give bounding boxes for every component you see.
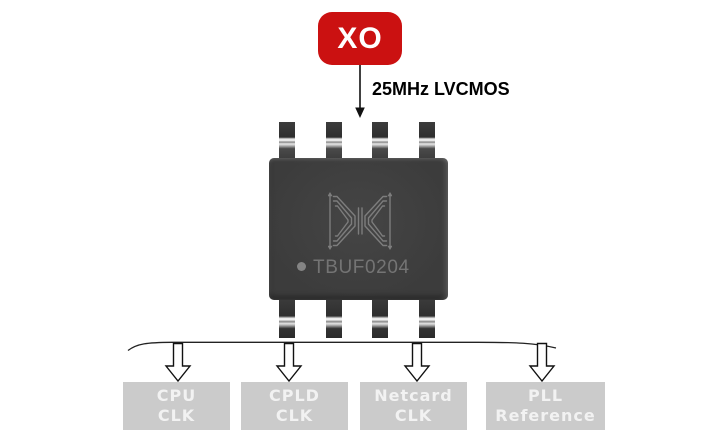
signal-label: 25MHz LVCMOS bbox=[372, 79, 510, 99]
fanout-brace bbox=[127, 341, 557, 352]
chip-pin bbox=[326, 122, 342, 158]
output-label-line: CPU bbox=[156, 386, 197, 405]
output-box-netcard-clk: Netcard CLK bbox=[360, 382, 467, 430]
chip-pin bbox=[419, 122, 435, 158]
output-label-line: Reference bbox=[495, 406, 596, 425]
chip-body: TBUF0204 bbox=[269, 158, 448, 300]
output-label-line: PLL bbox=[527, 386, 564, 405]
pin1-dot bbox=[297, 262, 306, 271]
part-number: TBUF0204 bbox=[313, 257, 410, 278]
chip-pin bbox=[372, 300, 388, 338]
chip-pin bbox=[419, 300, 435, 338]
output-label-line: CLK bbox=[157, 406, 196, 425]
output-label-line: CPLD bbox=[269, 386, 320, 405]
xo-arrow-head-icon bbox=[355, 107, 365, 118]
output-box-cpu-clk: CPU CLK bbox=[123, 382, 230, 430]
down-arrow-icon bbox=[403, 342, 431, 383]
down-arrow-icon bbox=[275, 342, 303, 383]
vendor-logo-icon bbox=[328, 192, 392, 250]
chip-pin bbox=[279, 122, 295, 158]
output-label-line: CLK bbox=[275, 406, 314, 425]
output-box-pll-reference: PLL Reference bbox=[486, 382, 605, 430]
output-label-line: CLK bbox=[394, 406, 433, 425]
chip-pin bbox=[279, 300, 295, 338]
xo-label: XO bbox=[337, 21, 383, 55]
down-arrow-icon bbox=[164, 342, 192, 383]
output-box-cpld-clk: CPLD CLK bbox=[241, 382, 348, 430]
chip-pin bbox=[372, 122, 388, 158]
output-label-line: Netcard bbox=[374, 386, 453, 405]
chip-pin bbox=[326, 300, 342, 338]
xo-source-box: XO bbox=[318, 12, 402, 65]
down-arrow-icon bbox=[528, 342, 556, 383]
